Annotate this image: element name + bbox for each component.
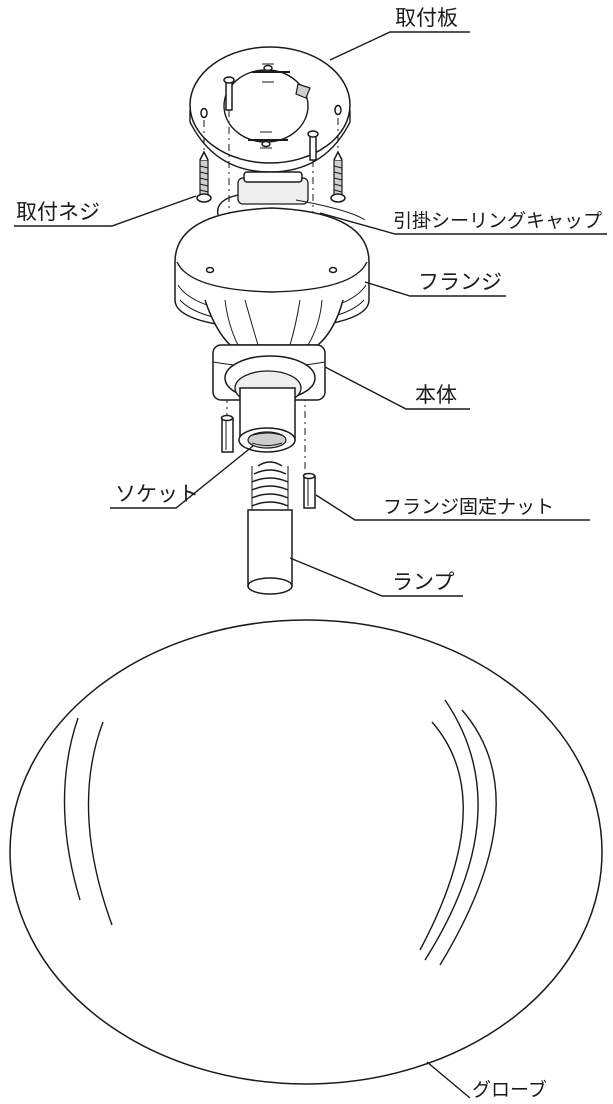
globe	[9, 619, 603, 1085]
mounting-plate	[189, 46, 351, 173]
flange	[174, 207, 370, 331]
label-flange-nut: フランジ固定ナット	[383, 496, 554, 518]
label-body: 本体	[415, 383, 457, 407]
flange-nut-left	[220, 414, 234, 453]
lamp	[247, 461, 293, 595]
ceiling-cap	[216, 171, 366, 221]
leader-lines	[14, 31, 607, 1099]
mounting-screw-right	[330, 150, 346, 203]
mounting-screw-left	[196, 150, 212, 203]
label-ceiling-cap: 引掛シーリングキャップ	[393, 210, 602, 232]
label-mounting-screw: 取付ネジ	[16, 200, 100, 224]
socket	[238, 387, 296, 453]
part-labels: 取付板 取付ネジ 引掛シーリングキャップ フランジ 本体 ソケット フランジ固定…	[16, 6, 602, 1101]
flange-nut-right	[302, 472, 316, 509]
label-flange: フランジ	[418, 270, 502, 294]
label-lamp: ランプ	[392, 570, 454, 594]
label-mounting-plate: 取付板	[395, 6, 458, 30]
label-socket: ソケット	[115, 482, 199, 506]
label-globe: グローブ	[472, 1078, 547, 1101]
